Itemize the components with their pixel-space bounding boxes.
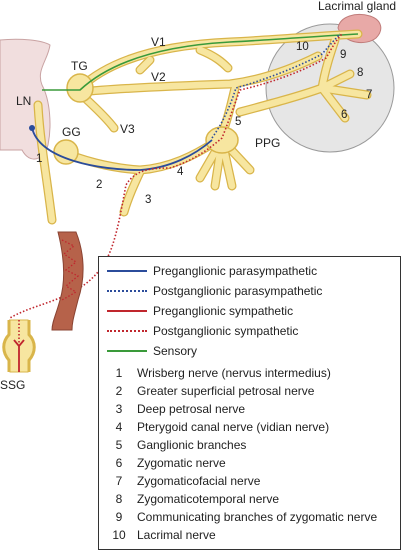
legend-row: 6 Zygomatic nerve [99, 455, 226, 471]
legend-row: Postganglionic parasympathetic [99, 283, 322, 299]
legend-label: Sensory [153, 344, 198, 358]
carotid-artery [51, 231, 84, 331]
legend-number: 10 [112, 528, 126, 542]
legend-row: 9 Communicating branches of zygomatic ne… [99, 509, 377, 525]
legend-number: 2 [115, 384, 123, 398]
legend-number: 5 [115, 438, 123, 452]
legend-swatch [107, 350, 147, 352]
branch-number: 2 [96, 179, 102, 191]
legend-row: 5 Ganglionic branches [99, 437, 247, 453]
gg-label: GG [62, 125, 81, 139]
lacrimal-gland-label: Lacrimal gland [318, 0, 396, 13]
preganglionic-parasympathetic-fiber [31, 127, 213, 171]
legend-number: 8 [115, 492, 123, 506]
legend-label: Zygomaticofacial nerve [137, 474, 261, 488]
legend-label: Pterygoid canal nerve (vidian nerve) [137, 420, 330, 434]
postganglionic-sympathetic-fiber [9, 33, 343, 335]
legend-row: 3 Deep petrosal nerve [99, 401, 245, 417]
legend-row: Postganglionic sympathetic [99, 323, 298, 339]
legend-label: Postganglionic parasympathetic [153, 284, 323, 298]
legend-row: 10 Lacrimal nerve [99, 527, 216, 543]
carotid-plexus [61, 239, 80, 301]
legend-swatch [107, 290, 147, 292]
trigeminal-ganglion [66, 73, 94, 103]
v1-label: V1 [151, 35, 166, 49]
branch-number: 10 [296, 41, 309, 53]
legend-row: Preganglionic sympathetic [99, 303, 293, 319]
branch-number: 9 [340, 49, 346, 61]
tg-label: TG [71, 59, 88, 73]
legend-label: Lacrimal nerve [137, 528, 216, 542]
legend-row: 1 Wrisberg nerve (nervus intermedius) [99, 365, 331, 381]
legend-number: 4 [115, 420, 123, 434]
legend-label: Zygomatic nerve [137, 456, 226, 470]
legend-label: Preganglionic parasympathetic [153, 264, 318, 278]
legend-label: Deep petrosal nerve [137, 402, 246, 416]
legend-row: 8 Zygomaticotemporal nerve [99, 491, 279, 507]
legend: Preganglionic parasympathetic Postgangli… [98, 256, 401, 550]
legend-swatch [107, 330, 147, 332]
branch-number: 7 [366, 89, 372, 101]
branch-number: 5 [235, 116, 241, 128]
v3-label: V3 [120, 122, 135, 136]
legend-row: 4 Pterygoid canal nerve (vidian nerve) [99, 419, 329, 435]
legend-number: 3 [115, 402, 123, 416]
legend-label: Ganglionic branches [137, 438, 247, 452]
parasympathetic-nucleus [29, 125, 35, 131]
pterygopalatine-ganglion [205, 126, 239, 154]
legend-label: Wrisberg nerve (nervus intermedius) [137, 366, 331, 380]
legend-label: Communicating branches of zygomatic nerv… [137, 510, 378, 524]
ppg-label: PPG [255, 136, 280, 150]
legend-number: 7 [115, 474, 123, 488]
ssg-label: SSG [0, 378, 25, 392]
legend-label: Preganglionic sympathetic [153, 304, 294, 318]
legend-number: 6 [115, 456, 123, 470]
preganglionic-sympathetic-fiber [13, 339, 25, 372]
sensory-fiber [42, 33, 359, 91]
branch-number: 1 [36, 153, 42, 165]
legend-label: Greater superficial petrosal nerve [137, 384, 315, 398]
legend-row: Preganglionic parasympathetic [99, 263, 317, 279]
legend-swatch [107, 310, 147, 312]
legend-row: 2 Greater superficial petrosal nerve [99, 383, 315, 399]
legend-row: 7 Zygomaticofacial nerve [99, 473, 261, 489]
legend-label: Postganglionic sympathetic [153, 324, 299, 338]
branch-number: 4 [177, 166, 184, 178]
legend-number: 1 [115, 366, 123, 380]
ln-label: LN [16, 94, 31, 108]
legend-swatch [107, 270, 147, 272]
branch-number: 6 [341, 109, 347, 121]
postganglionic-parasympathetic-fiber [211, 33, 341, 139]
legend-number: 9 [115, 510, 123, 524]
v2-label: V2 [151, 70, 166, 84]
branch-number: 3 [145, 194, 151, 206]
legend-label: Zygomaticotemporal nerve [137, 492, 280, 506]
legend-row: Sensory [99, 343, 197, 359]
branch-number: 8 [357, 67, 363, 79]
